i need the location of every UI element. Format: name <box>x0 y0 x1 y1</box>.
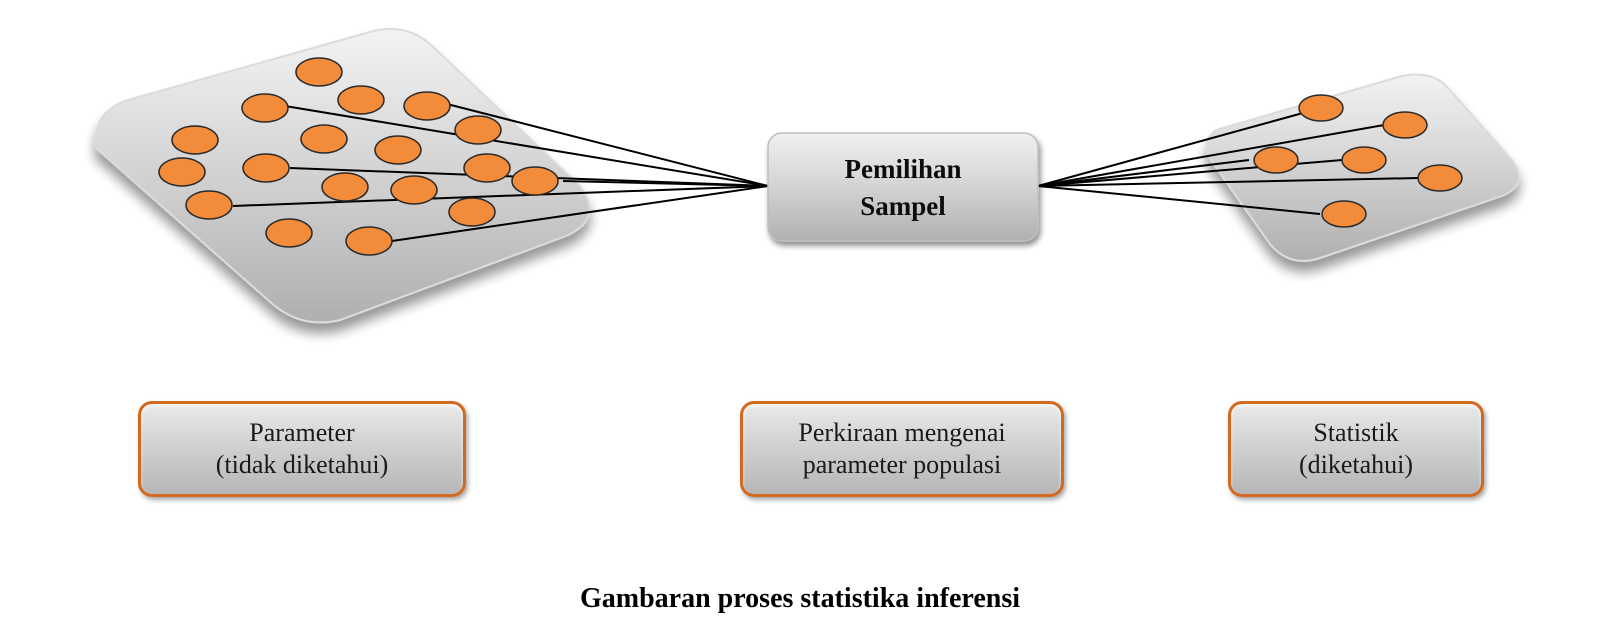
population-dot <box>454 115 502 145</box>
population-dot <box>158 157 206 187</box>
sample-connection-lines <box>1037 107 1419 215</box>
sample-selection-box: Pemilihan Sampel <box>767 132 1039 242</box>
sample-selection-line2: Sampel <box>860 191 946 221</box>
population-dot <box>403 91 451 121</box>
population-dot <box>511 166 559 196</box>
population-dot <box>345 226 393 256</box>
sample-dot <box>1417 164 1463 192</box>
sample-dot <box>1382 111 1428 139</box>
estimate-label-line1: Perkiraan mengenai <box>798 417 1006 447</box>
estimate-label-box: Perkiraan mengenai parameter populasi <box>740 401 1064 497</box>
sample-selection-line1: Pemilihan <box>844 154 961 184</box>
population-dot <box>448 197 496 227</box>
population-dot <box>390 175 438 205</box>
statistic-label-line1: Statistik <box>1313 417 1399 447</box>
population-dot <box>300 124 348 154</box>
population-dot <box>171 125 219 155</box>
population-dot <box>241 93 289 123</box>
population-dot <box>242 153 290 183</box>
sample-dots <box>1253 94 1463 228</box>
population-dot <box>374 135 422 165</box>
sample-dot <box>1298 94 1344 122</box>
figure-caption: Gambaran proses statistika inferensi <box>580 583 1020 614</box>
population-dot <box>265 218 313 248</box>
parameter-label-box: Parameter (tidak diketahui) <box>138 401 466 497</box>
population-dot <box>185 190 233 220</box>
estimate-label-line2: parameter populasi <box>802 450 1002 479</box>
parameter-label-line2: (tidak diketahui) <box>215 450 389 479</box>
sample-dot <box>1253 146 1299 174</box>
population-dots <box>158 57 559 256</box>
sample-dot <box>1321 200 1367 228</box>
parameter-label-line1: Parameter <box>249 417 355 447</box>
statistic-label-line2: (diketahui) <box>1298 450 1414 479</box>
population-dot <box>295 57 343 87</box>
population-dot <box>321 172 369 202</box>
sample-dot <box>1341 146 1387 174</box>
population-dot <box>337 85 385 115</box>
population-dot <box>463 153 511 183</box>
statistic-label-box: Statistik (diketahui) <box>1228 401 1484 497</box>
